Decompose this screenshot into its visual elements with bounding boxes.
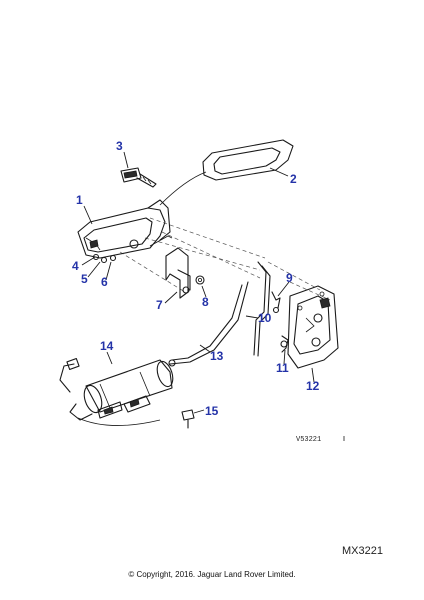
callout-12: 12 (306, 379, 320, 393)
copyright-text: © Copyright, 2016. Jaguar Land Rover Lim… (128, 570, 296, 579)
callout-15: 15 (205, 404, 219, 418)
rods-part (168, 261, 271, 367)
callout-11: 11 (276, 361, 289, 375)
drawing-code: V53221 (296, 436, 321, 444)
callout-2: 2 (290, 172, 297, 186)
callout-3: 3 (116, 139, 123, 153)
key-part (120, 167, 157, 188)
callout-5: 5 (81, 272, 88, 286)
callout-labels: 1 2 3 4 5 6 7 8 9 10 11 12 13 14 15 (72, 139, 320, 418)
finisher-part (159, 139, 294, 206)
latch-part (287, 285, 339, 369)
handle-assembly-part (77, 199, 173, 264)
callout-14: 14 (100, 339, 114, 353)
actuator-part (59, 357, 174, 426)
mx-code: MX3221 (342, 545, 383, 557)
callout-1: 1 (76, 193, 83, 207)
callout-9: 9 (286, 271, 293, 285)
clip-part (271, 291, 281, 314)
nut-part (195, 275, 205, 285)
callout-7: 7 (156, 298, 163, 312)
bracket-part (165, 247, 191, 299)
callout-13: 13 (210, 349, 224, 363)
bolt-part (181, 409, 195, 429)
callout-4: 4 (72, 259, 79, 273)
screw-part (280, 335, 289, 353)
guide-lines (119, 217, 331, 301)
leader-lines (81, 151, 315, 414)
callout-8: 8 (202, 295, 209, 309)
callout-10: 10 (258, 311, 272, 325)
callout-6: 6 (101, 275, 108, 289)
